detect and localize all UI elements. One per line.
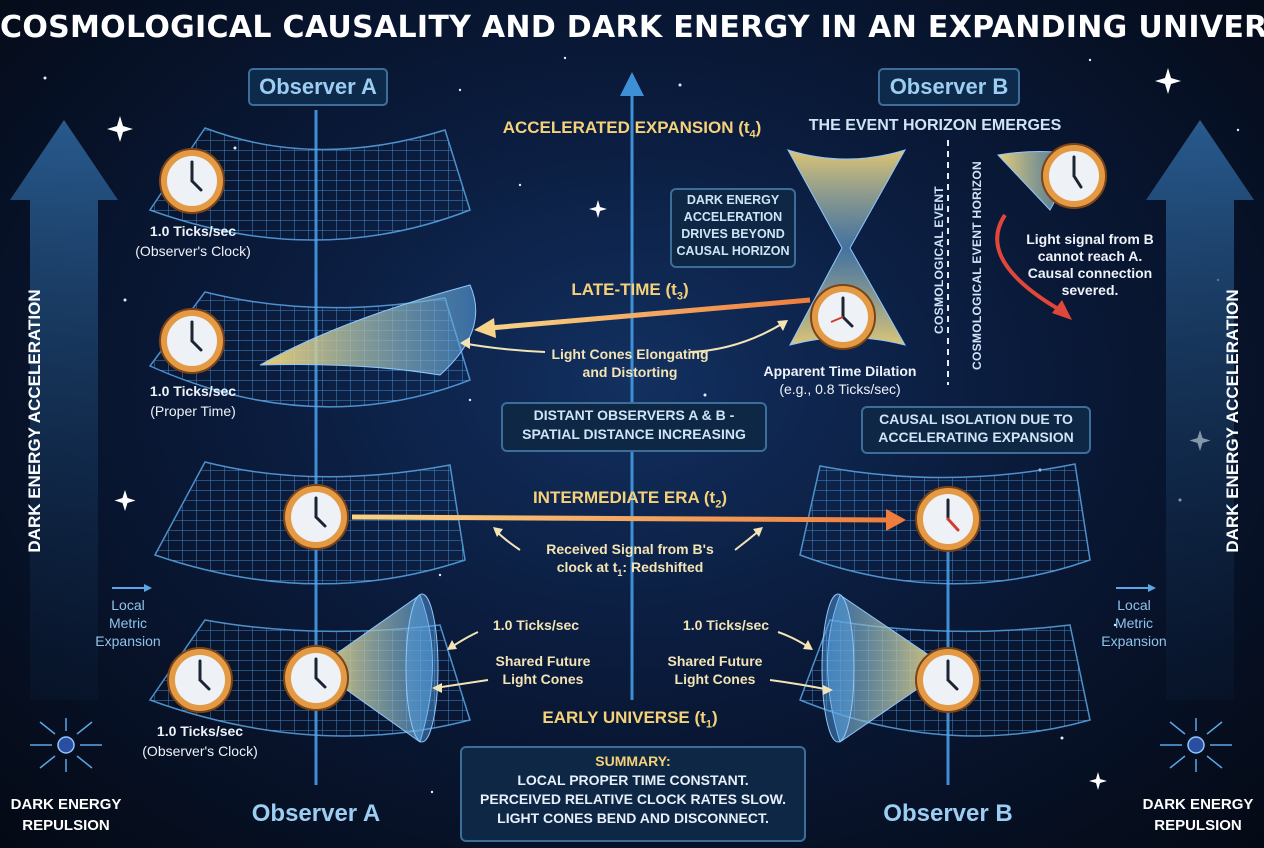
left-dark-energy-acceleration: DARK ENERGY ACCELERATION [25, 289, 44, 553]
clock-icon [810, 284, 876, 350]
left-bottom-rate: 1.0 Ticks/sec [156, 723, 244, 739]
clock-icon [283, 645, 349, 711]
distant-observers-box: DISTANT OBSERVERS A & B -SPATIAL DISTANC… [501, 402, 767, 452]
observer-a-bottom-label: Observer A [251, 800, 381, 827]
cosmological-event-horizon-label: COSMOLOGICAL EVENT HORIZON [970, 161, 984, 370]
left-top-rate: 1.0 Ticks/sec [149, 223, 237, 239]
hourglass-cone [786, 149, 907, 346]
apparent-dilation-label: Apparent Time Dilation [763, 363, 917, 379]
observer-b-label: Observer B [878, 68, 1020, 106]
clock-icon [167, 647, 233, 713]
left-bottom-note: (Observer's Clock) [142, 743, 258, 759]
repulsion-icon-right [1160, 718, 1232, 772]
clock-icon [283, 484, 349, 550]
ticks-center-right: 1.0 Ticks/sec [682, 617, 770, 633]
cosmological-event-label: COSMOLOGICAL EVENT [932, 186, 946, 334]
left-mid-note: (Proper Time) [150, 403, 236, 419]
shared-cone-left [315, 594, 433, 743]
era-t3: LATE-TIME (t3) [571, 280, 689, 303]
left-acceleration-arrow [10, 120, 118, 700]
summary-box: SUMMARY: LOCAL PROPER TIME CONSTANT. PER… [460, 746, 806, 842]
left-top-note: (Observer's Clock) [135, 243, 251, 259]
received-signal-note: Received Signal from B's clock at t1: Re… [546, 541, 714, 578]
right-acceleration-arrow [1146, 120, 1254, 700]
era-t4: ACCELERATED EXPANSION (t4) [502, 118, 762, 141]
right-dark-energy-acceleration: DARK ENERGY ACCELERATION [1223, 289, 1242, 553]
clock-icon [915, 647, 981, 713]
repulsion-icon-left [30, 718, 102, 772]
observer-a-label: Observer A [248, 68, 388, 106]
apparent-dilation-example: (e.g., 0.8 Ticks/sec) [779, 381, 901, 397]
clock-icon [159, 308, 225, 374]
era-t2: INTERMEDIATE ERA (t2) [532, 488, 728, 511]
left-mid-rate: 1.0 Ticks/sec [149, 383, 237, 399]
era-t1: EARLY UNIVERSE (t1) [542, 708, 718, 731]
observer-b-bottom-label: Observer B [883, 800, 1013, 827]
clock-icon [1041, 143, 1107, 209]
clock-icon [159, 148, 225, 214]
ticks-center-left: 1.0 Ticks/sec [492, 617, 580, 633]
page-title: COSMOLOGICAL CAUSALITY AND DARK ENERGY I… [0, 10, 1264, 45]
shared-cone-right [827, 594, 949, 743]
event-horizon-heading: THE EVENT HORIZON EMERGES [808, 117, 1062, 134]
clock-icon [915, 486, 981, 552]
elongated-cone [259, 284, 477, 376]
